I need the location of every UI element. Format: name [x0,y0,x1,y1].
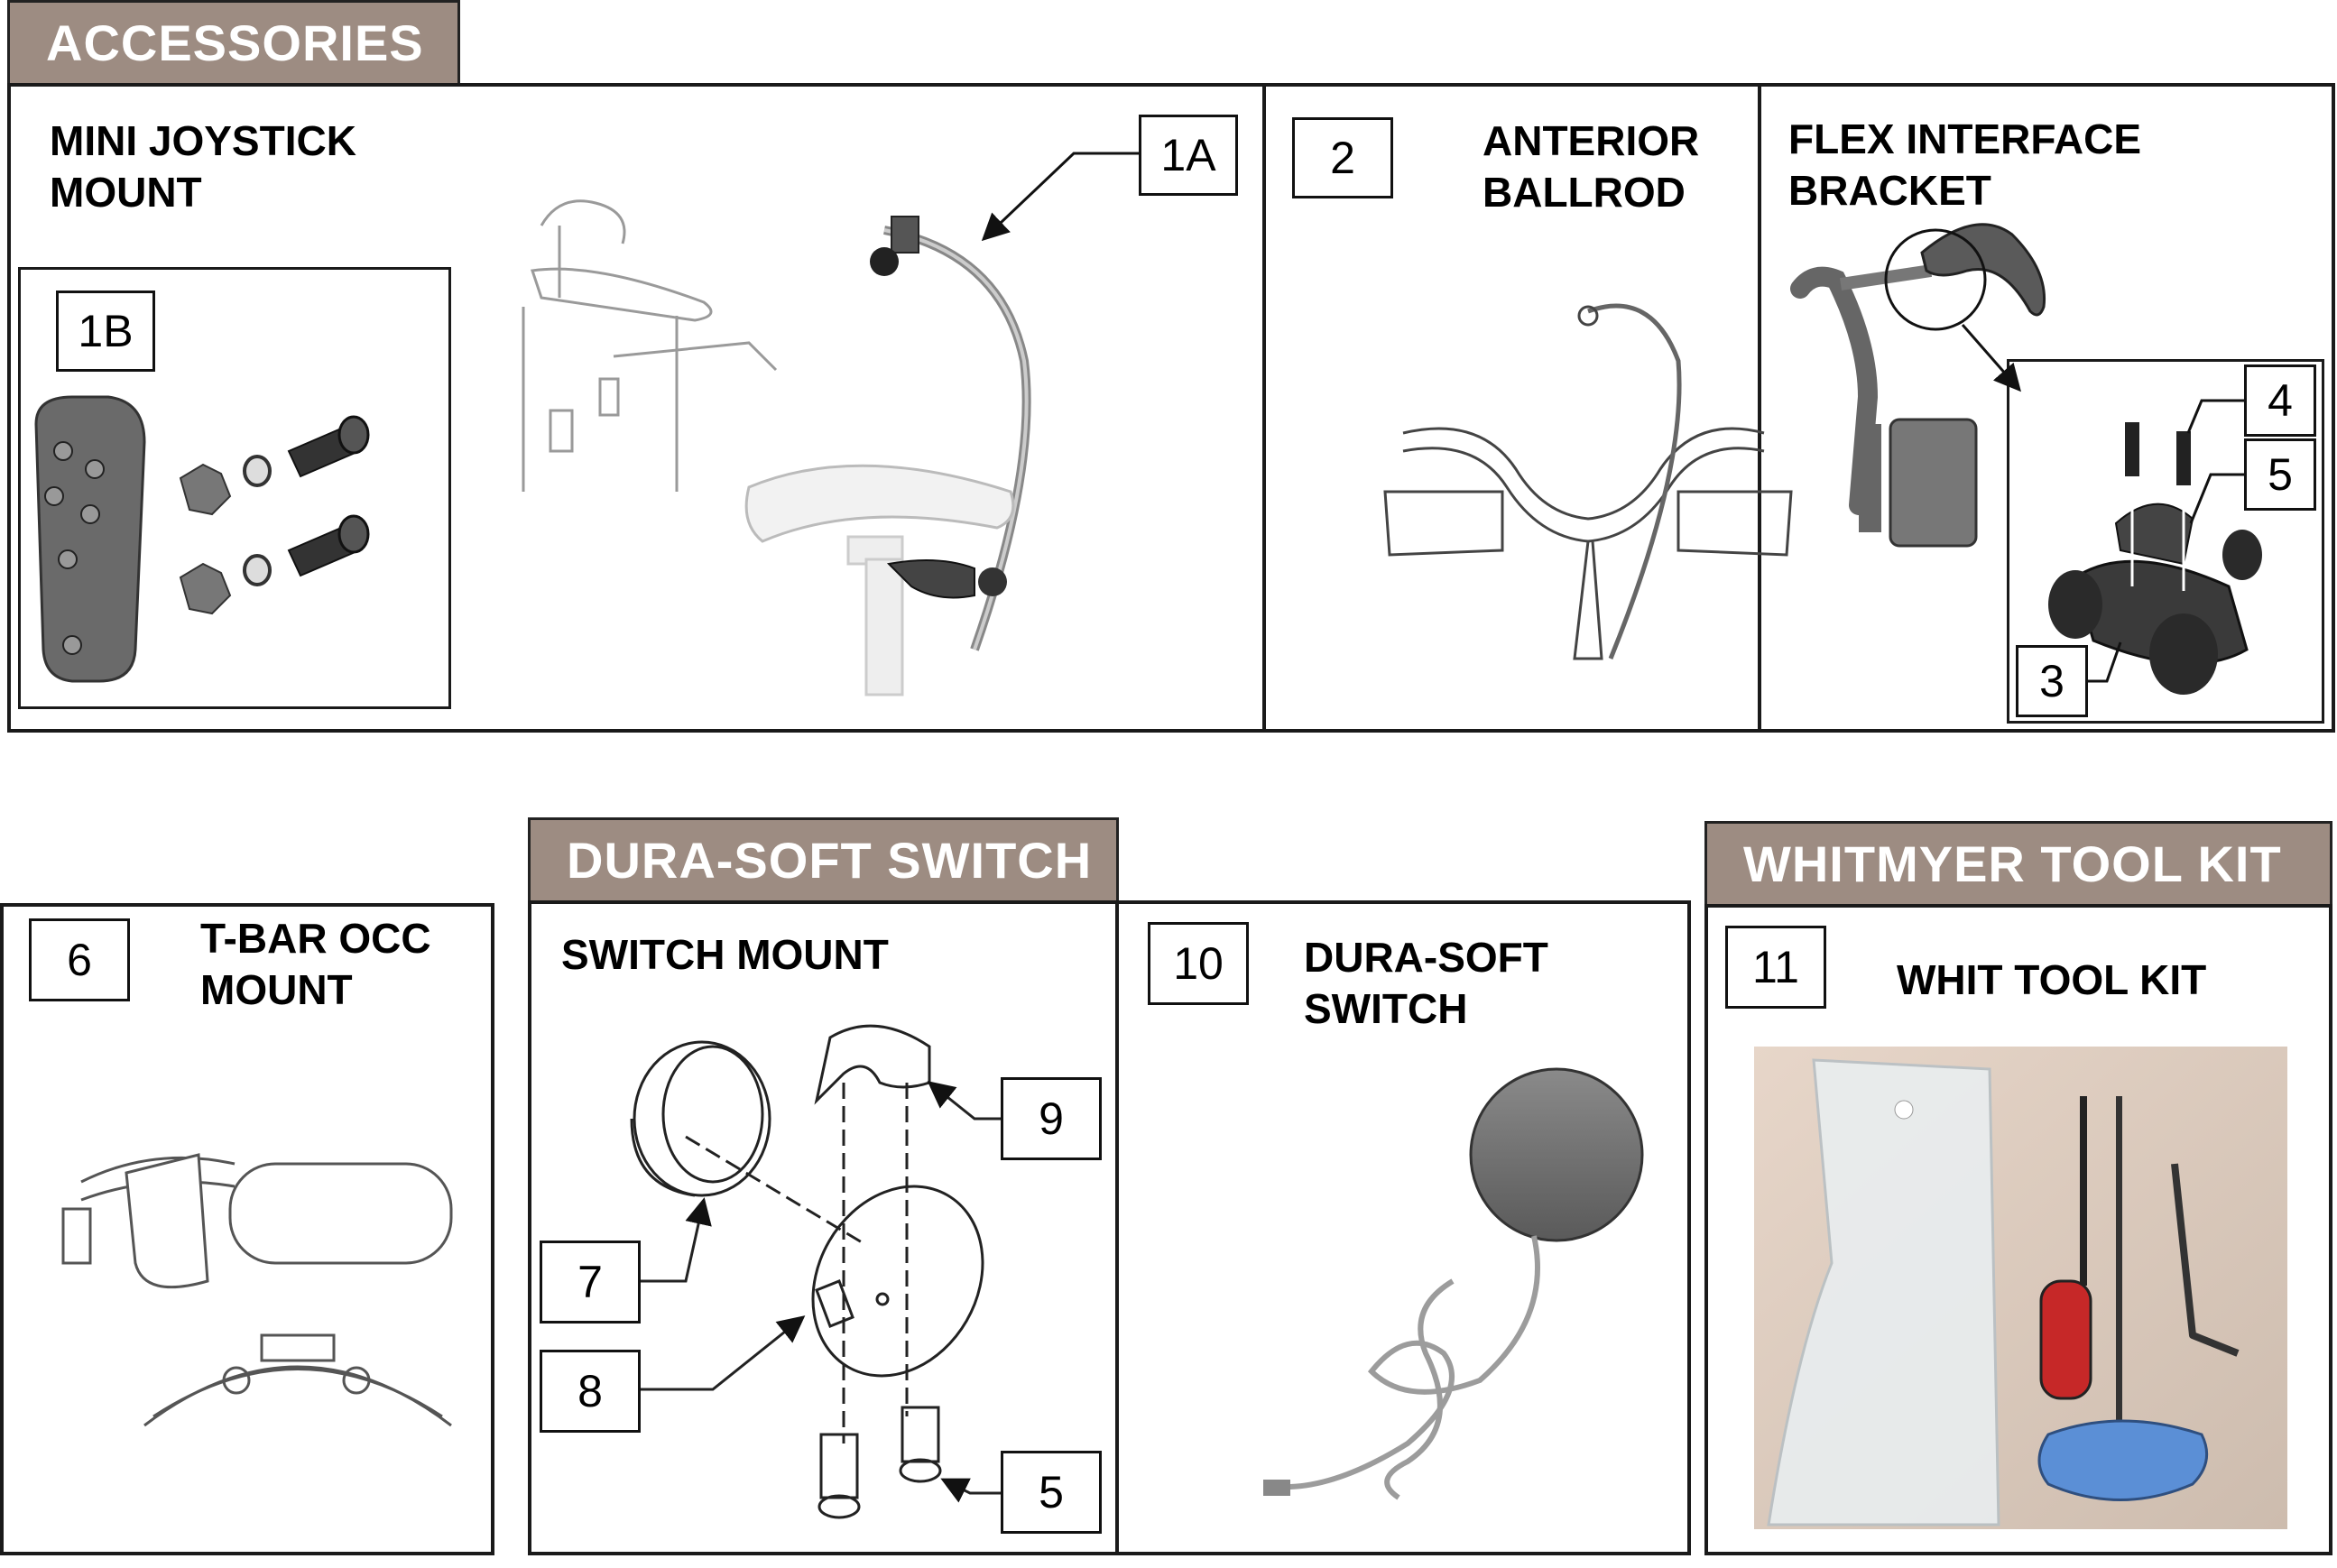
callout-5-flex: 5 [2244,438,2316,511]
callout-10: 10 [1148,922,1249,1005]
callout-6: 6 [29,918,130,1001]
title-tbar-occ-mount: T-BAR OCC MOUNT [200,915,431,1013]
callout-4: 4 [2244,364,2316,437]
callout-2: 2 [1292,117,1393,198]
header-dura-soft-switch: DURA-SOFT SWITCH [528,817,1119,900]
callout-3: 3 [2016,645,2088,717]
header-accessories: ACCESSORIES [7,0,460,83]
title-anterior-ballrod: ANTERIOR BALLROD [1483,117,1700,216]
title-whit-tool-kit: WHIT TOOL KIT [1897,956,2207,1003]
callout-1b: 1B [56,291,155,372]
title-dura-soft-switch: DURA-SOFT SWITCH [1304,934,1548,1032]
callout-9: 9 [1001,1077,1102,1160]
callout-7: 7 [540,1241,641,1324]
title-mini-joystick-mount: MINI JOYSTICK MOUNT [50,117,356,216]
callout-8: 8 [540,1350,641,1433]
title-switch-mount: SWITCH MOUNT [561,931,889,978]
callout-11: 11 [1725,926,1826,1009]
callout-5-switch: 5 [1001,1451,1102,1534]
header-whitmyer-tool-kit: WHITMYER TOOL KIT [1704,821,2332,904]
callout-1a: 1A [1139,115,1238,196]
title-flex-interface-bracket: FLEX INTERFACE BRACKET [1788,115,2142,214]
